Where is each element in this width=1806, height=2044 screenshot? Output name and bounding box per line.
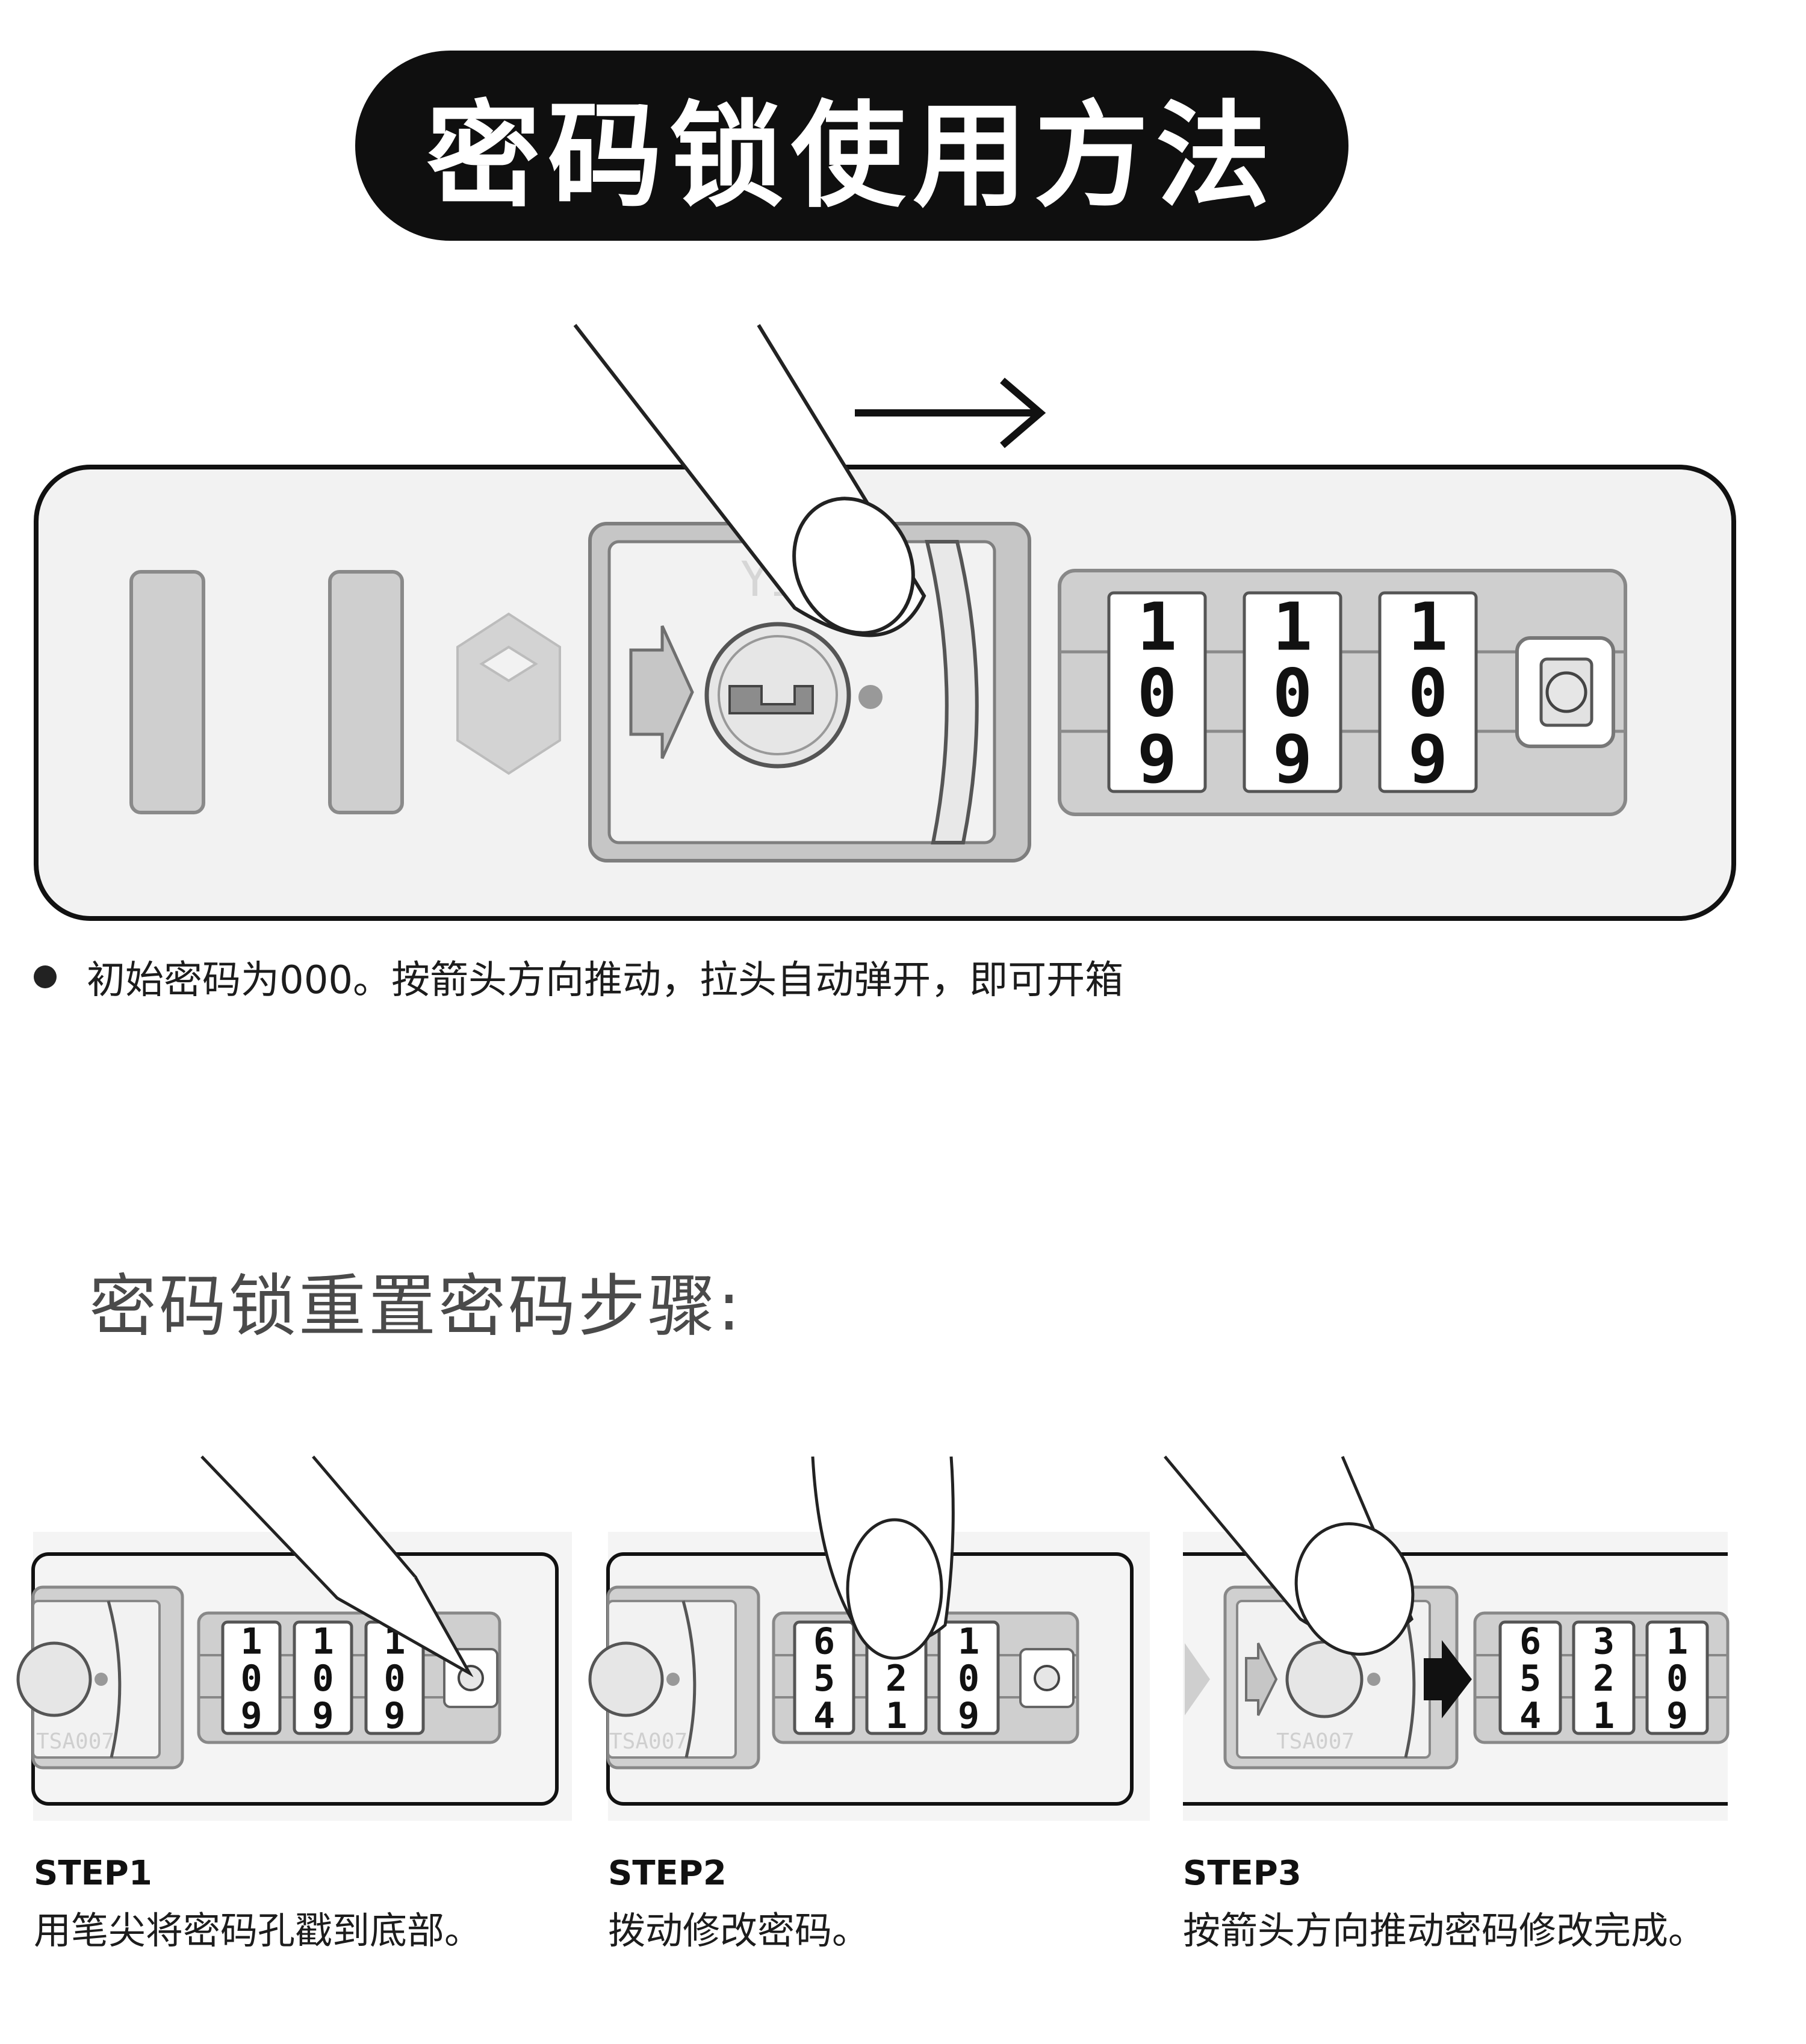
dial-wheel[interactable]: 109 [1645, 1620, 1709, 1737]
intro-note: 初始密码为000。按箭头方向推动，拉头自动弹开，即可开箱 [34, 944, 1123, 1010]
dial-digit: 1 [1273, 589, 1312, 666]
dial-digit: 1 [1593, 1695, 1615, 1737]
finger-icon [573, 324, 926, 637]
step3-label: STEP3 [1183, 1854, 1302, 1893]
dial-digit: 0 [958, 1658, 979, 1700]
dial-wheel[interactable]: 109 [1107, 589, 1207, 798]
dial-digit: 9 [383, 1695, 405, 1737]
finger-icon [1164, 1455, 1415, 1656]
bullet-icon [34, 965, 57, 988]
dial-digit: 0 [1273, 655, 1312, 732]
dial-wheel[interactable]: 109 [1378, 589, 1478, 798]
dial-digit: 2 [1593, 1658, 1615, 1700]
dial-digit: 1 [240, 1620, 262, 1662]
page-title: 密码锁使用方法 [426, 88, 1277, 223]
dial-wheel[interactable]: 109 [293, 1620, 353, 1737]
dial-digit: 3 [1593, 1620, 1615, 1662]
step1-desc: 用笔尖将密码孔戳到底部。 [34, 1909, 482, 1953]
dial-digit: 0 [1408, 655, 1448, 732]
tsa-label: TSA007 [36, 1729, 114, 1754]
dial-digit: 1 [1408, 589, 1448, 666]
tsa-label: TSA007 [609, 1729, 687, 1754]
dial-wheel[interactable]: 654 [793, 1620, 855, 1737]
dial-digit: 0 [312, 1658, 334, 1700]
dial-wheel[interactable]: 109 [937, 1620, 1000, 1737]
dial-digit: 0 [1137, 655, 1177, 732]
dial-digit: 9 [1408, 721, 1448, 798]
intro-note-text: 初始密码为000。按箭头方向推动，拉头自动弹开，即可开箱 [87, 958, 1124, 1003]
step2-desc: 拨动修改密码。 [608, 1909, 870, 1953]
dial-digit: 9 [312, 1695, 334, 1737]
dial-digit: 9 [958, 1695, 979, 1737]
dial-wheel[interactable]: 654 [1498, 1620, 1562, 1737]
dial-digit: 1 [1666, 1620, 1688, 1662]
finger-icon [811, 1456, 955, 1660]
dial-digit: 0 [383, 1658, 405, 1700]
dial-digit: 6 [1519, 1620, 1541, 1662]
tsa-label: TSA007 [1276, 1729, 1354, 1754]
dial-digit: 1 [958, 1620, 979, 1662]
step2-caption: STEP2 拨动修改密码。 [608, 1854, 869, 1954]
dial-digit: 5 [1519, 1658, 1541, 1700]
dial-digit: 4 [1519, 1695, 1541, 1737]
slide-arrow-icon [855, 377, 1046, 448]
dial-digit: 6 [813, 1620, 835, 1662]
dial-wheel[interactable]: 109 [221, 1620, 282, 1737]
step1-caption: STEP1 用笔尖将密码孔戳到底部。 [34, 1854, 482, 1954]
dial-digit: 1 [312, 1620, 334, 1662]
brand-emblem-icon [456, 612, 561, 775]
dial-digit: 9 [1666, 1695, 1688, 1737]
dial-wheel[interactable]: 109 [1243, 589, 1342, 798]
section-title: 密码锁重置密码步骤: [89, 1268, 743, 1346]
dial-digit: 9 [1273, 721, 1312, 798]
dial-digit: 4 [813, 1695, 835, 1737]
step2-label: STEP2 [608, 1854, 727, 1893]
pen-tip-icon [200, 1455, 474, 1677]
dial-digit: 1 [886, 1695, 907, 1737]
dial-digit: 5 [813, 1658, 835, 1700]
push-arrow-icon [629, 625, 694, 760]
push-arrow-icon [1245, 1643, 1278, 1716]
step1-label: STEP1 [34, 1854, 152, 1893]
dial-digit: 9 [240, 1695, 262, 1737]
title-banner: 密码锁使用方法 [355, 51, 1348, 241]
dial-digit: 9 [1137, 721, 1177, 798]
dial-digit: 2 [886, 1658, 907, 1700]
step3-caption: STEP3 按箭头方向推动密码修改完成。 [1183, 1854, 1705, 1954]
push-direction-icon [1424, 1640, 1472, 1718]
dial-digit: 1 [1137, 589, 1177, 666]
zipper-slot [129, 570, 205, 814]
tsa-keyhole-icon [704, 622, 851, 769]
step3-desc: 按箭头方向推动密码修改完成。 [1183, 1909, 1706, 1953]
zipper-slot [328, 570, 404, 814]
dial-digit: 0 [1666, 1658, 1688, 1700]
dial-wheel[interactable]: 321 [1572, 1620, 1636, 1737]
dial-digit: 0 [240, 1658, 262, 1700]
